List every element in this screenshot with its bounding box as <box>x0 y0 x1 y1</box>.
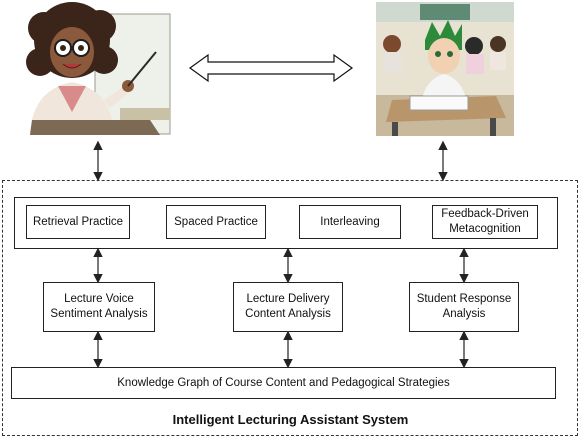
system-frame <box>2 180 578 436</box>
teacher-illustration-group <box>26 2 171 135</box>
strategy-interleaving: Interleaving <box>299 205 401 239</box>
knowledge-graph-box: Knowledge Graph of Course Content and Pe… <box>11 367 556 399</box>
students-illustration-group <box>376 2 514 136</box>
strategy-label: Interleaving <box>320 215 380 228</box>
strategy-label: Feedback-Driven Metacognition <box>441 208 529 235</box>
strategy-retrieval-practice: Retrieval Practice <box>26 205 130 239</box>
knowledge-graph-label: Knowledge Graph of Course Content and Pe… <box>117 376 450 389</box>
strategy-label: Spaced Practice <box>174 215 258 228</box>
strategy-spaced-practice: Spaced Practice <box>166 205 266 239</box>
teacher-student-double-arrow <box>188 53 354 83</box>
strategy-row <box>14 197 558 249</box>
system-title: Intelligent Lecturing Assistant System <box>172 412 409 427</box>
voice-sentiment-analysis-box: Lecture Voice Sentiment Analysis <box>43 282 155 332</box>
analysis-label: Student Response Analysis <box>416 293 512 320</box>
strategy-feedback-metacognition: Feedback-Driven Metacognition <box>432 205 538 239</box>
analysis-label: Lecture Delivery Content Analysis <box>245 293 331 320</box>
student-response-analysis-box: Student Response Analysis <box>409 282 519 332</box>
analysis-label: Lecture Voice Sentiment Analysis <box>50 293 148 320</box>
delivery-content-analysis-box: Lecture Delivery Content Analysis <box>233 282 343 332</box>
strategy-label: Retrieval Practice <box>32 215 124 228</box>
